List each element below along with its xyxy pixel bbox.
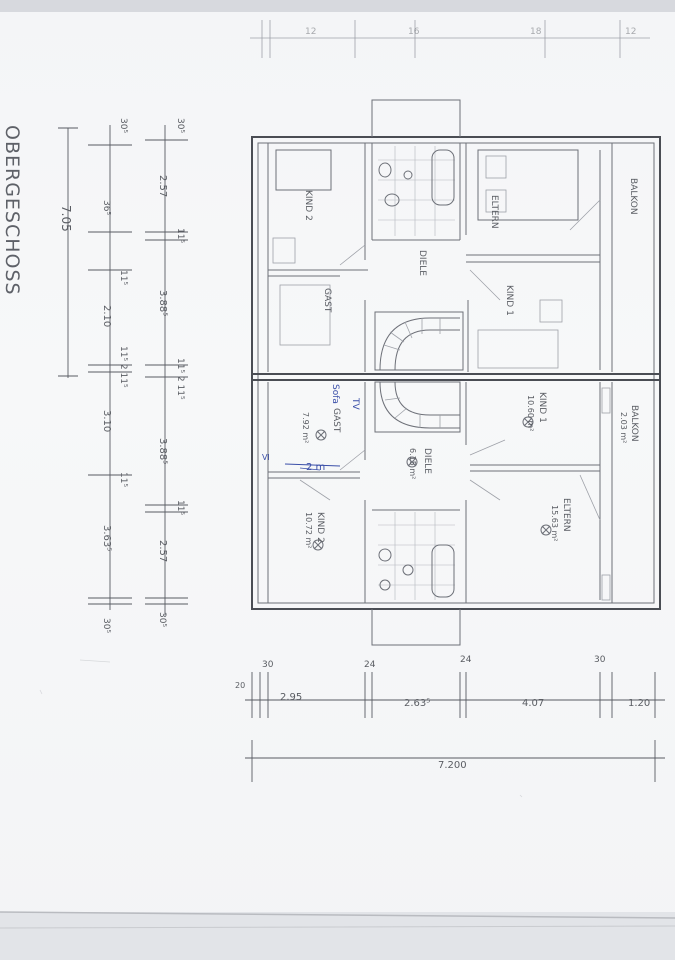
top-mark-4: 12 (625, 27, 636, 37)
mid-wall-mark-5: 30⁵ (157, 612, 167, 627)
lower-gast-label: GAST (331, 408, 341, 433)
bottom-wall-mark-2: 24 (364, 660, 376, 670)
mid-seg-4: 2.57 (157, 540, 168, 562)
upper-kind2-label: KIND 2 (303, 190, 313, 221)
top-mark-2: 16 (408, 27, 420, 37)
left-wall-mark-4: 11⁵ 2 11⁵ (118, 346, 128, 388)
lower-kind1-area: 10.60 m² (526, 395, 535, 431)
bottom-seg-3: 4.07 (522, 698, 544, 709)
note-width: 2 m (306, 462, 325, 473)
floor-plan: KIND 2 ELTERN BALKON DIELE GAST KIND 1 (251, 99, 661, 646)
bottom-wall-mark-1: 30 (262, 660, 274, 670)
lower-gast-area: 7.92 m² (301, 412, 310, 443)
left-seg-1: 2.10 (101, 305, 112, 327)
upper-gast-label: GAST (322, 288, 332, 313)
left-wall-mark-2: 36⁵ (101, 200, 111, 215)
left-wall-mark-3: 11⁵ (118, 270, 128, 285)
mid-wall-mark-1: 30⁵ (175, 118, 185, 133)
upper-diele-label: DIELE (417, 250, 427, 276)
note-tv: TV (350, 397, 360, 410)
upper-eltern-label: ELTERN (489, 195, 499, 229)
upper-double-bed (477, 149, 579, 221)
mid-wall-mark-2: 11⁵ (175, 228, 185, 243)
mid-wall-mark-4: 11⁵ (175, 500, 185, 515)
bottom-overall-dim: 7.200 (438, 760, 467, 771)
lower-eltern-area: 15.63 m² (550, 505, 559, 541)
top-projection (371, 99, 461, 137)
bottom-dimension-chain: 30 24 24 30 20 2.95 2.63⁵ 4.07 1.20 7.20… (235, 655, 665, 782)
note-sofa: Sofa (330, 384, 340, 404)
lower-kind2-area: 10.72 m² (304, 512, 313, 548)
bottom-seg-2: 2.63⁵ (404, 698, 430, 709)
mid-dimension-chain: 30⁵ 2.57 11⁵ 3.88⁵ 11⁵ 2 11⁵ 3.88⁵ 11⁵ 2… (145, 118, 188, 627)
bottom-wall-mark-3: 24 (460, 655, 472, 665)
left-dimension-chain: 7.05 30⁵ 36⁵ 11⁵ 11⁵ 2 11⁵ 11⁵ 2.10 3.10… (58, 118, 132, 633)
lower-eltern-label: ELTERN (561, 498, 571, 532)
mid-wall-mark-3: 11⁵ 2 11⁵ (175, 358, 185, 400)
lower-kind1-label: KIND 1 (537, 392, 547, 423)
left-seg-2: 3.10 (101, 410, 112, 432)
top-mark-3: 18 (530, 27, 542, 37)
bottom-wall-mark-5: 20 (235, 681, 245, 690)
left-seg-3: 3.63⁵ (101, 525, 112, 551)
plan-title: OBERGESCHOSS (1, 125, 23, 296)
top-ghost-marks: 12 16 18 12 (250, 20, 650, 58)
top-mark-1: 12 (305, 27, 316, 37)
lower-balkon-area: 2.03 m² (619, 412, 628, 443)
bottom-projection (371, 609, 461, 646)
bottom-seg-4: 1.20 (628, 698, 650, 709)
lower-stair (374, 381, 461, 433)
left-wall-mark-5: 11⁵ (118, 472, 128, 487)
bottom-paper-edge (0, 912, 675, 960)
ceiling-lamp-symbols (312, 416, 552, 551)
upper-stair (374, 311, 464, 371)
lower-bathroom (378, 512, 455, 600)
lower-kind2-label: KIND 2 (315, 512, 325, 543)
bottom-wall-mark-4: 30 (594, 655, 606, 665)
left-overall-dim: 7.05 (59, 205, 73, 232)
left-bottom-mark: 30⁵ (101, 618, 111, 633)
upper-balkon-label: BALKON (628, 178, 638, 215)
lower-diele-area: 6.15 m² (408, 448, 417, 479)
paper-bleed-marks (39, 659, 523, 798)
upper-kind2-bed (275, 149, 332, 191)
mid-seg-3: 3.88⁵ (157, 438, 168, 464)
left-wall-mark-1: 30⁵ (118, 118, 128, 133)
lower-balkon-label: BALKON (629, 405, 639, 442)
mid-seg-2: 3.88⁵ (157, 290, 168, 316)
upper-bathroom (378, 146, 455, 236)
lower-diele-label: DIELE (422, 448, 432, 474)
bottom-seg-1: 2.95 (280, 692, 302, 703)
top-paper-shadow (0, 0, 675, 12)
mid-seg-1: 2.57 (157, 175, 168, 197)
note-vl: Vl (262, 453, 270, 462)
upper-kind1-label: KIND 1 (504, 285, 514, 316)
